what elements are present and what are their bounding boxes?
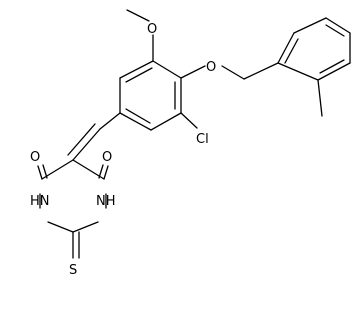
- bond-ring2-a-b-inner: [284, 38, 299, 64]
- atom-label-carbonyl-o-right: O: [102, 150, 112, 165]
- bonds: [37, 9, 351, 259]
- bond-ether-o-ch2: [221, 65, 245, 80]
- atom-label-ether-o: O: [206, 60, 216, 75]
- bond-ring2-e-f: [317, 62, 351, 81]
- atom-label-chloro: Cl: [196, 132, 209, 147]
- bond-ring1-c6-c1-inner: [125, 108, 151, 124]
- atom-label-nh-left: HN: [30, 194, 50, 209]
- bond-ring1-c6-c1: [119, 112, 152, 131]
- atom-label-thione-s: S: [69, 263, 77, 278]
- bond-c4-carbonyl-inner: [42, 164, 48, 179]
- bond-ch2-ring2: [243, 62, 279, 80]
- bond-c6-carbonyl-inner: [98, 164, 104, 179]
- bond-methine-c5: [72, 128, 101, 161]
- bond-ring1-ether-o: [180, 65, 206, 79]
- bond-ring2-e-f-inner: [319, 59, 345, 74]
- atom-label-carbonyl-o-left: O: [30, 150, 40, 165]
- bond-ring2-f-a: [277, 62, 319, 81]
- bond-ring2-c-d: [325, 17, 351, 34]
- bond-ring1-c3-c4: [152, 60, 182, 79]
- bond-ring2-b-c: [293, 17, 327, 34]
- bond-ring2-methyl: [317, 79, 323, 117]
- atom-label-methoxy-o: O: [147, 22, 157, 37]
- bond-ring1-c5-c6: [150, 112, 182, 131]
- bond-ring2-c-d-inner: [325, 24, 345, 37]
- bond-pyr-c6-c5: [72, 159, 105, 180]
- bond-ring1-chloro: [180, 112, 198, 129]
- bond-ring1-c2-c3-inner: [125, 67, 153, 83]
- bond-ring1-methine: [99, 112, 121, 130]
- atom-labels: O O Cl O O HN NH S: [30, 22, 216, 278]
- bond-c4-carbonyl: [37, 165, 43, 180]
- bond-methine-c5-inner: [67, 123, 96, 156]
- bond-c6-carbonyl: [103, 165, 109, 180]
- bond-pyr-c5-c4: [41, 159, 74, 180]
- bond-pyr-n3-c2: [47, 221, 74, 233]
- bond-ring2-a-b: [277, 32, 295, 64]
- atom-label-nh-right: NH: [96, 194, 116, 209]
- bond-pyr-c2-n1: [72, 221, 99, 233]
- bond-ring1-c2-c3: [119, 60, 154, 79]
- bond-methyl-methoxy-o: [126, 9, 150, 22]
